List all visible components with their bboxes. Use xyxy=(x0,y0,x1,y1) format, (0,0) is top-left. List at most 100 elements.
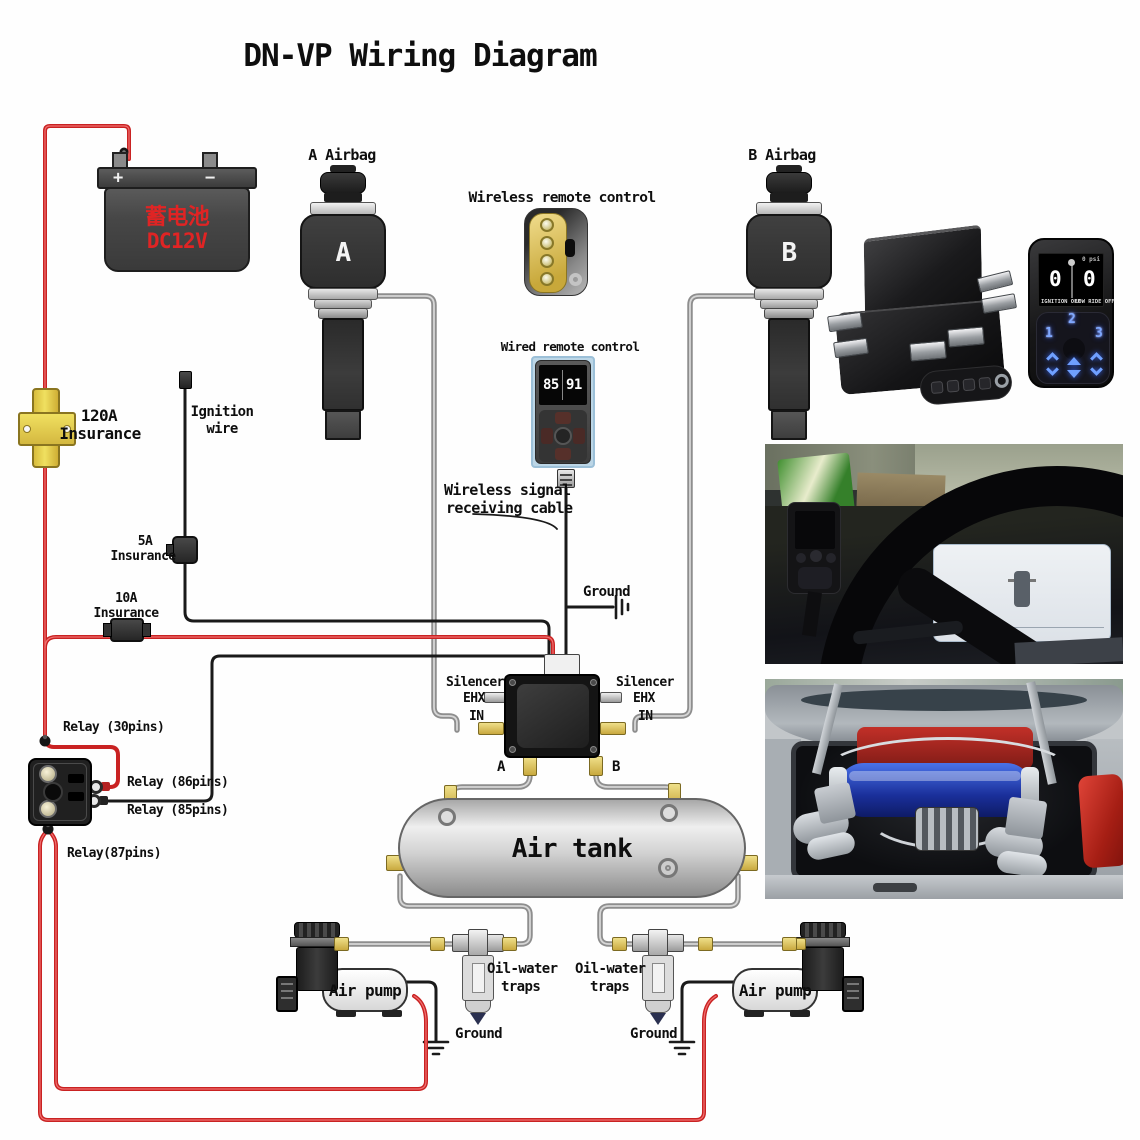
wired-remote-psi-left: 85 xyxy=(543,377,559,393)
wired-remote-keypad xyxy=(539,410,587,462)
manifold-ehx-fitting-right xyxy=(600,692,622,703)
port-a-label: A xyxy=(497,759,505,775)
trap-left-label-1: Oil-water xyxy=(487,961,558,977)
line-fitting xyxy=(698,937,713,951)
wired-remote-label: Wired remote control xyxy=(500,339,640,354)
airbag-b-letter: B xyxy=(781,238,797,268)
center-valve-coils xyxy=(915,807,979,851)
relay-center-knob xyxy=(43,782,63,802)
air-tank-label: Air tank xyxy=(511,834,633,864)
chevron-down-icon xyxy=(1090,363,1103,376)
battery-name: 蓄电池 xyxy=(144,205,210,230)
airbag-a-letter: A xyxy=(335,238,351,268)
valve-manifold xyxy=(478,652,626,778)
fuse-10a xyxy=(110,618,144,642)
airbag-a-label: A Airbag xyxy=(308,146,376,164)
fuse-120a-word: Insurance xyxy=(59,424,141,443)
chrome-compressor-right xyxy=(977,795,1057,879)
tank-port-ring-left xyxy=(438,808,456,826)
fuse-120a xyxy=(18,388,80,470)
fuse-hole-right xyxy=(63,425,71,433)
relay-screw-top xyxy=(39,765,57,783)
triangle-down-icon xyxy=(1067,370,1081,378)
control-box-fitting xyxy=(976,270,1014,293)
battery-body: 蓄电池 DC12V xyxy=(104,187,250,272)
ground-right-label: Ground xyxy=(630,1026,678,1042)
silencer-left-label: Silencer xyxy=(446,675,504,690)
chrome-compressor-left xyxy=(790,781,871,862)
battery-minus-sign: − xyxy=(205,168,215,188)
ehx-right-label: EHX xyxy=(633,691,655,706)
fob-button-1 xyxy=(540,218,554,232)
control-box-fitting xyxy=(909,340,947,362)
control-box-photo xyxy=(827,222,1018,406)
airbag-b-label: B Airbag xyxy=(748,146,816,164)
line-fitting xyxy=(430,937,445,951)
chevron-down-icon xyxy=(1046,363,1059,376)
manifold-ehx-fitting-left xyxy=(484,692,506,703)
trap-right-drain xyxy=(650,1013,666,1025)
airbag-b: B xyxy=(742,165,834,440)
control-box-fitting xyxy=(947,326,985,348)
black-wire-lines xyxy=(106,386,735,1043)
wireless-remote-fob xyxy=(524,208,588,296)
relay-87-label: Relay(87pins) xyxy=(67,846,162,861)
page-title: DN-VP Wiring Diagram xyxy=(243,38,597,74)
relay-86-label: Relay (86pins) xyxy=(127,775,229,790)
air-pump-right-label: Air pump xyxy=(738,981,812,1000)
fuse-10a-amps: 10A xyxy=(115,591,137,606)
wired-remote: 85 91 xyxy=(531,356,595,468)
fob-ring xyxy=(994,373,1010,389)
air-tank: Air tank xyxy=(386,783,758,901)
silencer-right-label: Silencer xyxy=(616,675,674,690)
air-pump-left-label: Air pump xyxy=(328,981,402,1000)
trap-left-drain xyxy=(470,1013,486,1025)
fuse-10a-word: Insurance xyxy=(93,606,159,621)
fuse-5a-amps: 5A xyxy=(137,534,153,549)
airbag-a: A xyxy=(296,165,388,440)
key-fob-remote xyxy=(918,364,1014,406)
port-b-label: B xyxy=(612,759,620,775)
blue-air-tank xyxy=(837,763,1033,817)
tank-port-ring-right xyxy=(660,804,678,822)
air-pump-left: Air pump xyxy=(276,918,458,1018)
trunk-install-photo xyxy=(765,679,1123,899)
air-pump-right: Air pump xyxy=(688,918,868,1018)
controller-btn-2: 2 xyxy=(1068,312,1076,327)
fuse-10a-wing-right xyxy=(142,623,151,637)
fob-button-3 xyxy=(540,254,554,268)
fuse-5a-word: Insurance xyxy=(110,549,176,564)
control-box-fitting xyxy=(980,293,1018,314)
ground-left-label: Ground xyxy=(455,1026,503,1042)
controller-status-right: LOW RIDE OFF xyxy=(1075,299,1115,305)
mounted-controller xyxy=(787,502,841,594)
line-fitting xyxy=(782,937,797,951)
ignition-label-1: Ignition xyxy=(190,404,254,420)
line-fitting xyxy=(502,937,517,951)
manifold-wire-connector xyxy=(544,654,580,676)
manifold-port-b xyxy=(589,756,603,776)
interior-install-photo xyxy=(765,444,1123,664)
ground-upper-label: Ground xyxy=(583,584,631,600)
tank-body: Air tank xyxy=(398,798,746,898)
controller-btn-3: 3 xyxy=(1095,326,1103,341)
trap-right-label-1: Oil-water xyxy=(575,961,646,977)
controller-psi: 0 psi xyxy=(1081,256,1100,263)
relay-screw-bottom xyxy=(39,800,57,818)
controller-keypad: 2 1 3 xyxy=(1036,312,1110,384)
in-right-label: IN xyxy=(638,709,653,724)
relay-block xyxy=(28,758,92,826)
ignition-label-2: wire xyxy=(206,421,238,437)
triangle-up-icon xyxy=(1067,357,1081,365)
controller-screen: 0 psi 0 0 IGNITION OFF LOW RIDE OFF xyxy=(1038,253,1115,307)
tank-extra-port xyxy=(658,858,678,878)
controller-status-left: IGNITION OFF xyxy=(1041,299,1081,305)
fob-button-4 xyxy=(540,272,554,286)
controller-gauge-right: 0 xyxy=(1083,267,1096,291)
signal-cable-label-1: Wireless signal xyxy=(444,481,571,499)
in-left-label: IN xyxy=(469,709,484,724)
manifold-in-fitting-left xyxy=(478,722,504,735)
oil-water-trap-left xyxy=(452,928,508,1028)
fuse-120a-amps: 120A xyxy=(80,406,118,425)
ignition-wire-connector xyxy=(179,371,192,389)
